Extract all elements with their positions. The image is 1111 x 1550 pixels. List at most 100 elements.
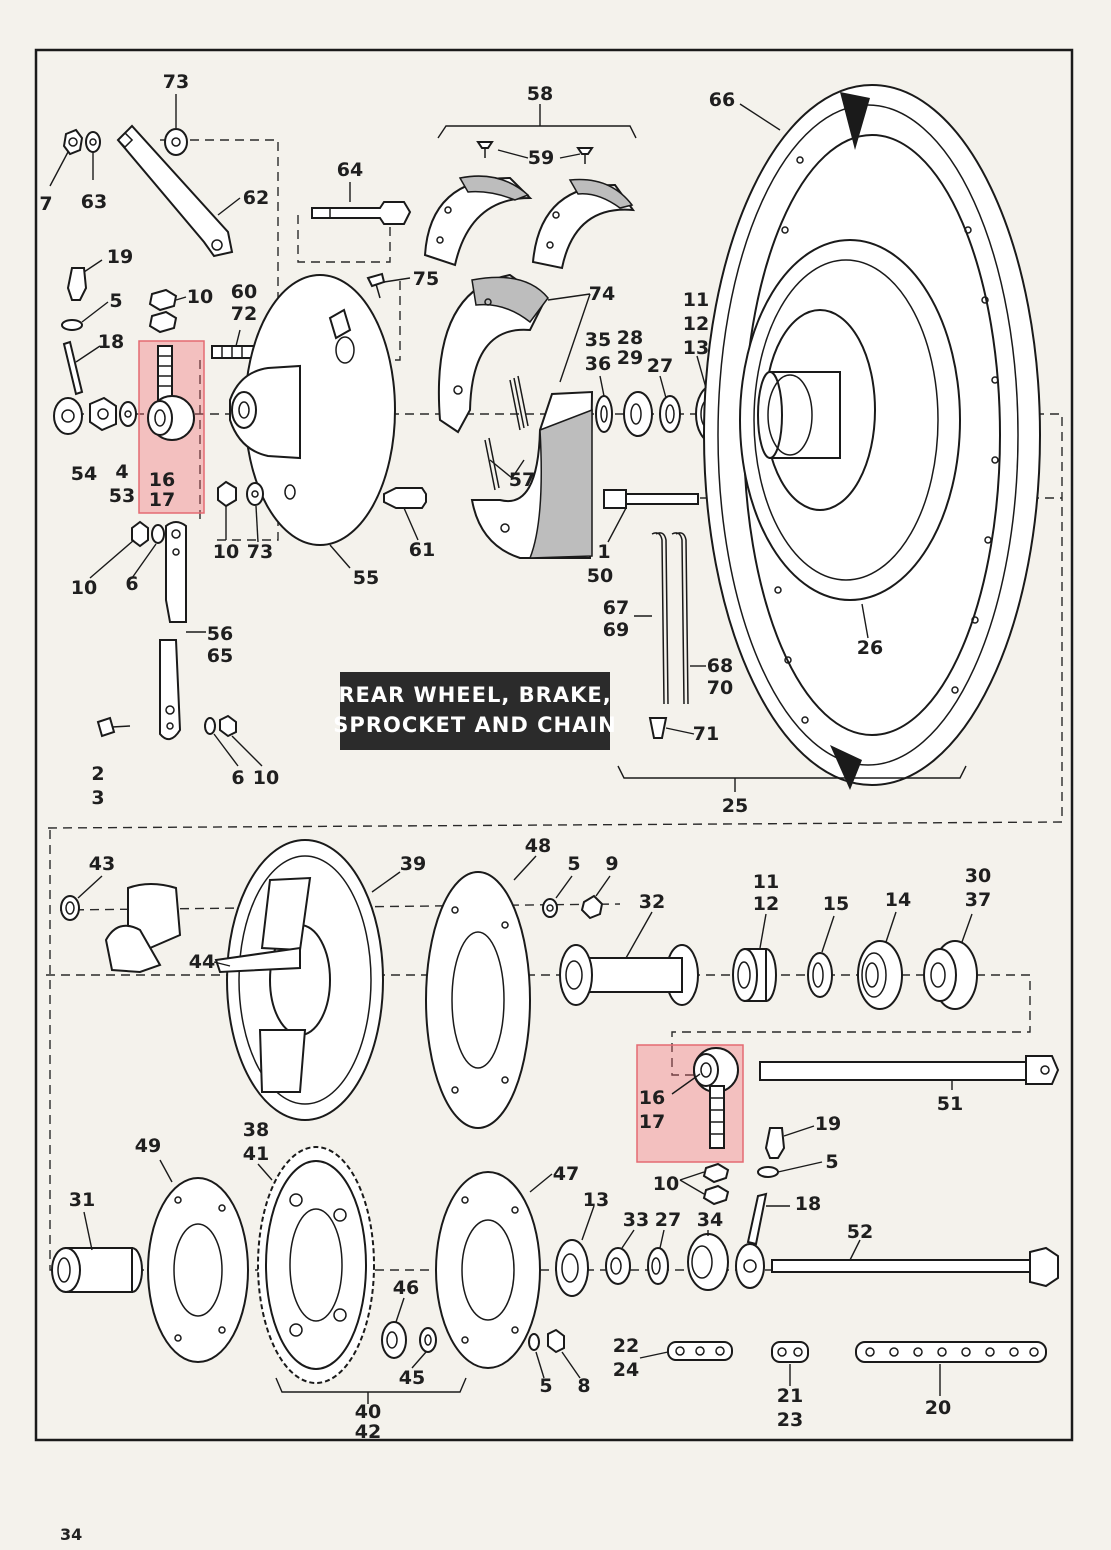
part-20-chain [855, 1341, 1047, 1363]
label-57: 57 [509, 469, 535, 491]
part-7-nut [62, 128, 84, 156]
label-11-lower: 11 [753, 871, 779, 893]
part-27-washer-lower [647, 1247, 669, 1285]
part-16-17-stud-lower [693, 1047, 739, 1149]
label-60: 60 [231, 281, 257, 303]
label-43: 43 [89, 853, 115, 875]
label-1: 1 [597, 541, 610, 563]
label-73-mid: 73 [247, 541, 273, 563]
label-66: 66 [709, 89, 735, 111]
label-54: 54 [71, 463, 97, 485]
part-5-washer-mid [542, 898, 558, 918]
label-26: 26 [857, 637, 883, 659]
label-46: 46 [393, 1277, 419, 1299]
bracket-40-42 [275, 1377, 467, 1393]
title-line-2: SPROCKET AND CHAIN [333, 713, 616, 737]
part-62-brake-lever [116, 124, 234, 258]
part-67-69-spoke [651, 532, 669, 705]
part-46-bushing [381, 1321, 407, 1359]
label-33: 33 [623, 1209, 649, 1231]
label-31: 31 [69, 1189, 95, 1211]
label-23: 23 [777, 1409, 803, 1431]
label-16-upper: 16 [149, 469, 175, 491]
part-16-17-stud-upper [147, 345, 195, 441]
label-8: 8 [577, 1375, 590, 1397]
part-18-adjuster-lower [735, 1192, 768, 1289]
label-5-mid: 5 [567, 853, 580, 875]
label-48: 48 [525, 835, 551, 857]
label-32: 32 [639, 891, 665, 913]
part-74-brake-shoe-assembly [437, 273, 594, 559]
label-13-upper: 13 [683, 337, 709, 359]
part-75-bolt [366, 272, 386, 299]
part-73-washer-top [164, 128, 188, 156]
part-28-29-spacer [623, 391, 653, 437]
label-72: 72 [231, 303, 257, 325]
label-10-left: 10 [71, 577, 97, 599]
label-11-upper: 11 [683, 289, 709, 311]
part-10-nut-mid [217, 480, 237, 508]
part-43-bushing [60, 895, 80, 921]
label-64: 64 [337, 159, 363, 181]
label-17-lower: 17 [639, 1111, 665, 1133]
label-49: 49 [135, 1135, 161, 1157]
part-51-axle [759, 1055, 1060, 1085]
diagram-title-box: REAR WHEEL, BRAKE, SPROCKET AND CHAIN [333, 672, 616, 750]
label-50: 50 [587, 565, 613, 587]
label-53: 53 [109, 485, 135, 507]
label-5-bottom: 5 [539, 1375, 552, 1397]
part-14-seal [857, 940, 903, 1010]
part-19-grease-cap [66, 267, 88, 301]
label-40: 40 [355, 1401, 381, 1423]
part-35-36-spacer [595, 395, 613, 433]
label-25: 25 [722, 795, 748, 817]
part-48-plate [425, 871, 531, 1129]
part-61-pin [383, 487, 427, 509]
label-4: 4 [115, 461, 128, 483]
part-22-24-connecting-link [667, 1341, 733, 1361]
part-27-washer [659, 395, 681, 433]
part-15-spacer [807, 952, 833, 998]
part-1-50-bolt [603, 489, 699, 509]
label-2: 2 [91, 763, 104, 785]
page-number: 34 [60, 1525, 83, 1544]
part-59-rivets [476, 141, 594, 164]
label-22: 22 [613, 1335, 639, 1357]
part-5-lockwasher [61, 319, 83, 331]
part-58-brake-lining-upper [423, 175, 636, 270]
label-13-lower: 13 [583, 1189, 609, 1211]
part-21-23-link [771, 1341, 809, 1363]
part-11-12-bearing-lower [732, 948, 777, 1002]
label-36: 36 [585, 353, 611, 375]
label-34: 34 [697, 1209, 723, 1231]
part-10-nuts-lower [702, 1162, 730, 1206]
label-21: 21 [777, 1385, 803, 1407]
label-24: 24 [613, 1359, 639, 1381]
label-9: 9 [605, 853, 618, 875]
label-65: 65 [207, 645, 233, 667]
label-16-lower: 16 [639, 1087, 665, 1109]
part-54-nut [89, 396, 117, 432]
part-10-nuts-upper [148, 288, 178, 334]
label-19-lower: 19 [815, 1113, 841, 1135]
label-10-upper: 10 [187, 286, 213, 308]
part-26-hub [739, 239, 961, 601]
leader-lines [49, 94, 973, 1396]
label-44: 44 [189, 951, 215, 973]
section-divider [47, 821, 1063, 829]
part-56-65-stay-arm [159, 521, 187, 741]
part-71-spoke-nipple [648, 717, 668, 739]
label-51: 51 [937, 1093, 963, 1115]
part-44-rubber-damper [104, 883, 182, 974]
label-55: 55 [353, 567, 379, 589]
part-18-adjuster-bolt [53, 340, 84, 435]
part-38-41-sprocket [257, 1146, 375, 1384]
diagram-frame [34, 48, 1074, 1442]
label-20: 20 [925, 1397, 951, 1419]
label-10-lower: 10 [253, 767, 279, 789]
label-70: 70 [707, 677, 733, 699]
part-13-bearing-lower [555, 1239, 589, 1297]
label-15: 15 [823, 893, 849, 915]
